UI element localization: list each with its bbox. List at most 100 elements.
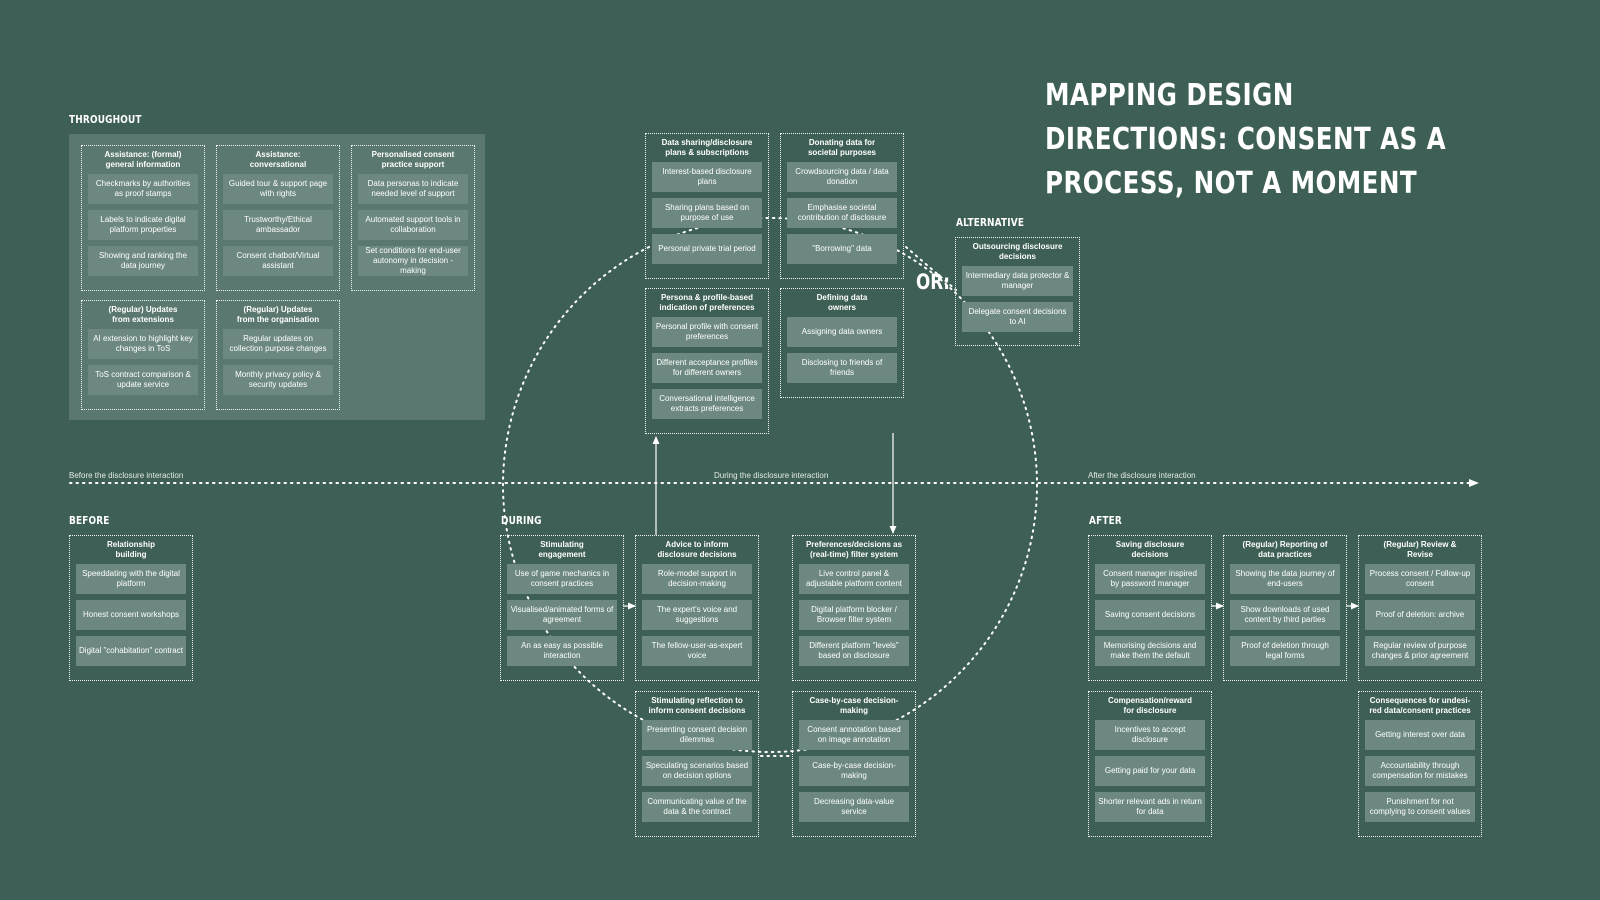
- group-data-owners: Defining data owners Assigning data owne…: [780, 288, 904, 398]
- group-title: Persona & profile-based indication of pr…: [659, 293, 755, 312]
- idea-card: Sharing plans based on purpose of use: [652, 198, 762, 228]
- idea-card: Show downloads of used content by third …: [1230, 600, 1340, 630]
- group-review-revise: (Regular) Review & Revise Process consen…: [1358, 535, 1482, 681]
- idea-card: Process consent / Follow-up consent: [1365, 564, 1475, 594]
- group-title: Saving disclosure decisions: [1115, 540, 1185, 559]
- group-sharing-plans: Data sharing/disclosure plans & subscrip…: [645, 133, 769, 279]
- group-persona-profiles: Persona & profile-based indication of pr…: [645, 288, 769, 434]
- idea-card: Delegate consent decisions to AI: [962, 302, 1073, 332]
- group-updates-organisation: (Regular) Updates from the organisation …: [216, 300, 340, 410]
- group-title: Assistance: conversational: [249, 150, 307, 169]
- timeline-during-label: During the disclosure interaction: [714, 471, 829, 480]
- group-formal-information: Assistance: (formal) general information…: [81, 145, 205, 291]
- idea-card: Checkmarks by authorities as proof stamp…: [88, 174, 198, 204]
- group-stimulating-reflection: Stimulating reflection to inform consent…: [635, 691, 759, 837]
- group-relationship-building: Relationship building Speeddating with t…: [69, 535, 193, 681]
- group-compensation: Compensation/reward for disclosure Incen…: [1088, 691, 1212, 837]
- idea-card: Personal profile with consent preference…: [652, 317, 762, 347]
- idea-card: Incentives to accept disclosure: [1095, 720, 1205, 750]
- idea-card: ToS contract comparison & update service: [88, 365, 198, 395]
- idea-card: Automated support tools in collaboration: [358, 210, 468, 240]
- idea-card: Speeddating with the digital platform: [76, 564, 186, 594]
- idea-card: Consent chatbot/Virtual assistant: [223, 246, 333, 276]
- idea-card: Intermediary data protector & manager: [962, 266, 1073, 296]
- group-stimulating-engagement: Stimulating engagement Use of game mecha…: [500, 535, 624, 681]
- idea-card: Memorising decisions and make them the d…: [1095, 636, 1205, 666]
- idea-card: Presenting consent decision dilemmas: [642, 720, 752, 750]
- group-title: Compensation/reward for disclosure: [1107, 696, 1192, 715]
- idea-card: Trustworthy/Ethical ambassador: [223, 210, 333, 240]
- idea-card: Different acceptance profiles for differ…: [652, 353, 762, 383]
- idea-card: Role-model support in decision-making: [642, 564, 752, 594]
- group-title: Preferences/decisions as (real-time) fil…: [805, 540, 903, 559]
- idea-card: Digital "cohabitation" contract: [76, 636, 186, 666]
- group-title: (Regular) Updates from extensions: [108, 305, 178, 324]
- idea-card: Proof of deletion through legal forms: [1230, 636, 1340, 666]
- group-updates-extensions: (Regular) Updates from extensions AI ext…: [81, 300, 205, 410]
- idea-card: Data personas to indicate needed level o…: [358, 174, 468, 204]
- idea-card: Speculating scenarios based on decision …: [642, 756, 752, 786]
- group-title: Stimulating engagement: [538, 540, 586, 559]
- group-title: Donating data for societal purposes: [807, 138, 877, 157]
- idea-card: Conversational intelligence extracts pre…: [652, 389, 762, 419]
- group-donating-data: Donating data for societal purposes Crow…: [780, 133, 904, 279]
- group-title: Consequences for undesi- red data/consen…: [1369, 696, 1471, 715]
- group-conversational-assistance: Assistance: conversational Guided tour &…: [216, 145, 340, 291]
- idea-card: Use of game mechanics in consent practic…: [507, 564, 617, 594]
- idea-card: Digital platform blocker / Browser filte…: [799, 600, 909, 630]
- idea-card: Interest-based disclosure plans: [652, 162, 762, 192]
- idea-card: Shorter relevant ads in return for data: [1095, 792, 1205, 822]
- idea-card: Honest consent workshops: [76, 600, 186, 630]
- idea-card: Personal private trial period: [652, 234, 762, 264]
- group-title: (Regular) Updates from the organisation: [236, 305, 320, 324]
- idea-card: Showing the data journey of end-users: [1230, 564, 1340, 594]
- idea-card: Communicating value of the data & the co…: [642, 792, 752, 822]
- group-advice: Advice to inform disclosure decisions Ro…: [635, 535, 759, 681]
- after-label: AFTER: [1089, 515, 1122, 527]
- idea-card: AI extension to highlight key changes in…: [88, 329, 198, 359]
- idea-card: Saving consent decisions: [1095, 600, 1205, 630]
- timeline-after-label: After the disclosure interaction: [1088, 471, 1196, 480]
- idea-card: Emphasise societal contribution of discl…: [787, 198, 897, 228]
- group-filter-system: Preferences/decisions as (real-time) fil…: [792, 535, 916, 681]
- idea-card: An as easy as possible interaction: [507, 636, 617, 666]
- during-cycle-circle: [502, 217, 1038, 753]
- alternative-label: ALTERNATIVE: [956, 217, 1025, 229]
- idea-card: Set conditions for end-user autonomy in …: [358, 246, 468, 276]
- idea-card: Live control panel & adjustable platform…: [799, 564, 909, 594]
- before-label: BEFORE: [69, 515, 110, 527]
- group-title: Relationship building: [106, 540, 155, 559]
- idea-card: Consent annotation based on image annota…: [799, 720, 909, 750]
- group-title: Data sharing/disclosure plans & subscrip…: [661, 138, 753, 157]
- idea-card: Punishment for not complying to consent …: [1365, 792, 1475, 822]
- idea-card: Crowdsourcing data / data donation: [787, 162, 897, 192]
- group-case-by-case: Case-by-case decision- making Consent an…: [792, 691, 916, 837]
- idea-card: Showing and ranking the data journey: [88, 246, 198, 276]
- throughout-label: THROUGHOUT: [69, 114, 142, 126]
- or-label: OR:: [916, 270, 950, 294]
- group-title: Advice to inform disclosure decisions: [657, 540, 737, 559]
- page-title: MAPPING DESIGN DIRECTIONS: CONSENT AS A …: [1045, 78, 1447, 201]
- idea-card: Different platform "levels" based on dis…: [799, 636, 909, 666]
- idea-card: Visualised/animated forms of agreement: [507, 600, 617, 630]
- during-label: DURING: [501, 515, 542, 527]
- idea-card: Proof of deletion: archive: [1365, 600, 1475, 630]
- group-outsourcing-decisions: Outsourcing disclosure decisions Interme…: [955, 237, 1080, 346]
- idea-card: The expert's voice and suggestions: [642, 600, 752, 630]
- idea-card: Getting interest over data: [1365, 720, 1475, 750]
- idea-card: Regular updates on collection purpose ch…: [223, 329, 333, 359]
- idea-card: Regular review of purpose changes & prio…: [1365, 636, 1475, 666]
- group-title: Outsourcing disclosure decisions: [972, 242, 1063, 261]
- group-title: Stimulating reflection to inform consent…: [648, 696, 746, 715]
- idea-card: Consent manager inspired by password man…: [1095, 564, 1205, 594]
- group-saving-decisions: Saving disclosure decisions Consent mana…: [1088, 535, 1212, 681]
- idea-card: Disclosing to friends of friends: [787, 353, 897, 383]
- idea-card: The fellow-user-as-expert voice: [642, 636, 752, 666]
- group-title: (Regular) Reporting of data practices: [1242, 540, 1328, 559]
- idea-card: Monthly privacy policy & security update…: [223, 365, 333, 395]
- group-title: Case-by-case decision- making: [809, 696, 899, 715]
- group-title: Personalised consent practice support: [371, 150, 455, 169]
- group-reporting: (Regular) Reporting of data practices Sh…: [1223, 535, 1347, 681]
